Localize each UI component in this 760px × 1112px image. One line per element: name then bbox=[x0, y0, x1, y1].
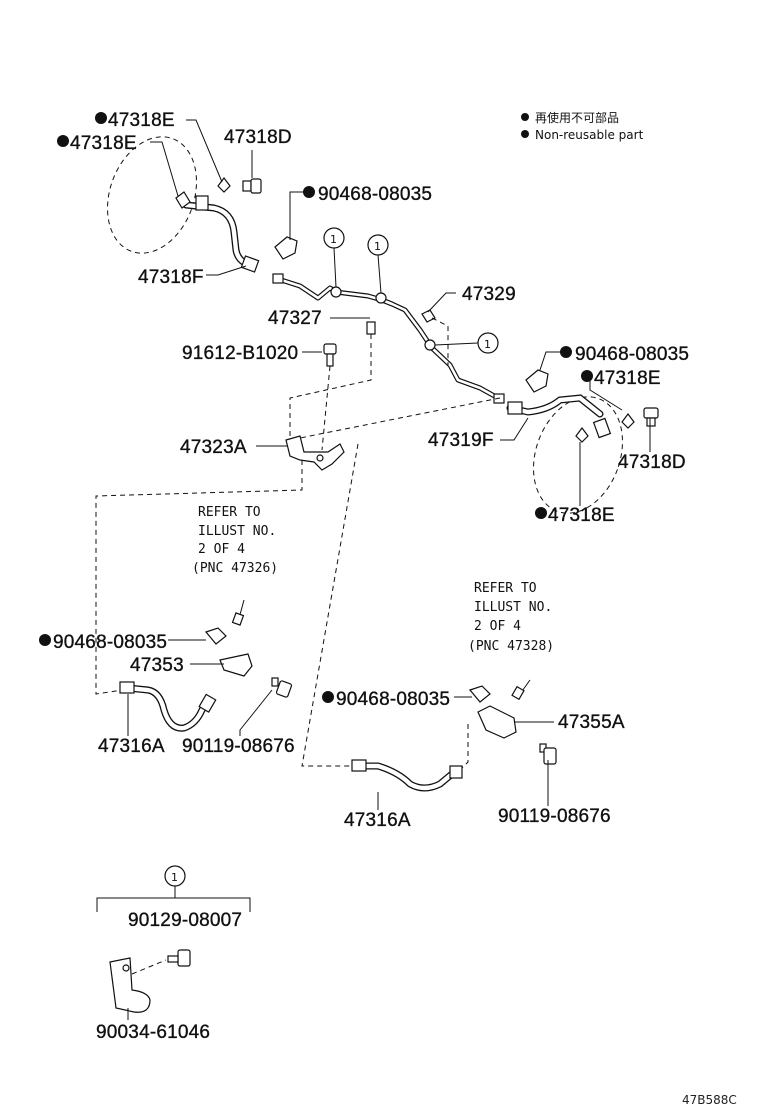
clip-90468-08035 bbox=[204, 627, 227, 645]
non-reusable-dot-icon bbox=[560, 346, 572, 358]
clamp-node bbox=[424, 339, 436, 351]
caliper-fitting bbox=[592, 417, 612, 439]
part-label-90468-08035: 90468-08035 bbox=[318, 184, 432, 205]
bracket-47355A bbox=[477, 705, 517, 739]
brake-disc-outline bbox=[533, 396, 623, 514]
part-label-47318F: 47318F bbox=[138, 267, 204, 288]
bracket-47353 bbox=[219, 653, 253, 677]
tube-end-fitting bbox=[272, 273, 284, 284]
legend-text-en: Non-reusable part bbox=[535, 128, 644, 142]
bolt-90129-08007 bbox=[167, 949, 191, 967]
callout-number: 1 bbox=[171, 871, 178, 884]
hose-fitting bbox=[198, 693, 217, 713]
bolt-47318D bbox=[643, 407, 659, 427]
hose-fitting bbox=[119, 681, 135, 694]
non-reusable-dot-icon bbox=[322, 691, 334, 703]
rear-left-hose-group bbox=[95, 460, 303, 732]
rear-right-hose-group bbox=[301, 443, 557, 792]
part-label-47323A: 47323A bbox=[180, 437, 247, 458]
tube-end-fitting bbox=[231, 612, 245, 626]
caliper-fitting bbox=[195, 195, 209, 211]
refer-line: (PNC 47328) bbox=[468, 639, 554, 654]
non-reusable-dot-icon bbox=[57, 135, 69, 147]
brake-disc-outline bbox=[107, 136, 197, 254]
bracket-47323A bbox=[285, 435, 345, 471]
clip-90468-08035 bbox=[468, 685, 491, 703]
illustration-code: 47B588C bbox=[682, 1093, 737, 1107]
legend: 再使用不可部品 Non-reusable part bbox=[521, 110, 644, 142]
hose-fitting bbox=[351, 759, 367, 772]
refer-note-left: REFER TO ILLUST NO. 2 OF 4 (PNC 47326) bbox=[192, 505, 278, 576]
part-label-90468-08035: 90468-08035 bbox=[575, 344, 689, 365]
non-reusable-dot-icon bbox=[581, 370, 593, 382]
part-label-47318E: 47318E bbox=[548, 505, 615, 526]
bolt-90119-08676 bbox=[271, 677, 293, 698]
callout-number: 1 bbox=[484, 338, 491, 351]
part-label-90468-08035: 90468-08035 bbox=[336, 689, 450, 710]
front-left-brake-group bbox=[107, 136, 298, 273]
part-label-47316A: 47316A bbox=[98, 736, 165, 757]
clamp-node bbox=[375, 292, 387, 304]
part-label-47318E: 47318E bbox=[108, 110, 175, 131]
legend-dot-icon bbox=[521, 130, 529, 138]
refer-line: 2 OF 4 bbox=[474, 619, 521, 634]
clip-47329 bbox=[421, 309, 436, 323]
part-label-47327: 47327 bbox=[268, 308, 322, 329]
clamp-node bbox=[330, 286, 342, 298]
part-label-47353: 47353 bbox=[130, 655, 184, 676]
clip-47318E bbox=[575, 427, 589, 443]
refer-line: ILLUST NO. bbox=[474, 600, 552, 615]
clamp-90034-61046 bbox=[109, 957, 151, 1013]
refer-note-right: REFER TO ILLUST NO. 2 OF 4 (PNC 47328) bbox=[468, 581, 554, 654]
part-label-47318E: 47318E bbox=[594, 368, 661, 389]
front-right-brake-group bbox=[506, 369, 659, 514]
refer-line: (PNC 47326) bbox=[192, 561, 278, 576]
part-label-47329: 47329 bbox=[462, 284, 516, 305]
bolt-47327 bbox=[366, 321, 376, 335]
clip-47318E bbox=[175, 191, 191, 209]
refer-line: REFER TO bbox=[198, 505, 261, 520]
part-label-47316A: 47316A bbox=[344, 810, 411, 831]
non-reusable-dot-icon bbox=[95, 112, 107, 124]
part-label-47318E: 47318E bbox=[70, 133, 137, 154]
hose-fitting bbox=[507, 401, 523, 415]
callout-number: 1 bbox=[374, 240, 381, 253]
legend-dot-icon bbox=[521, 113, 529, 121]
part-label-90119-08676: 90119-08676 bbox=[182, 736, 295, 757]
part-label-47355A: 47355A bbox=[558, 712, 625, 733]
hose-fitting bbox=[240, 255, 260, 273]
part-label-47319F: 47319F bbox=[428, 430, 494, 451]
legend-text-jp: 再使用不可部品 bbox=[535, 110, 619, 125]
flex-hose-47318F bbox=[182, 201, 256, 270]
part-labels: 47318E 47318E 47318D 90468-08035 47318F … bbox=[39, 110, 689, 1043]
clip-47318E bbox=[621, 413, 635, 429]
brake-tube-center: 1 1 1 bbox=[272, 227, 505, 451]
part-label-90119-08676: 90119-08676 bbox=[498, 806, 611, 827]
bolt-47318D bbox=[242, 178, 262, 194]
clip-47318E bbox=[217, 177, 231, 193]
callout-kit-group: 1 bbox=[96, 865, 251, 1013]
non-reusable-dot-icon bbox=[39, 634, 51, 646]
part-label-90468-08035: 90468-08035 bbox=[53, 632, 167, 653]
part-label-90034-61046: 90034-61046 bbox=[96, 1022, 210, 1043]
callout-number: 1 bbox=[330, 233, 337, 246]
part-label-90129-08007: 90129-08007 bbox=[128, 910, 242, 931]
part-label-47318D: 47318D bbox=[618, 452, 686, 473]
non-reusable-dot-icon bbox=[303, 186, 315, 198]
non-reusable-dot-icon bbox=[535, 507, 547, 519]
hose-fitting bbox=[449, 765, 463, 779]
clip-90468-08035 bbox=[274, 236, 298, 260]
bolt-90119-08676 bbox=[539, 743, 557, 765]
bolt-91612-B1020 bbox=[323, 343, 337, 367]
part-label-47318D: 47318D bbox=[224, 127, 292, 148]
tube-end-fitting bbox=[511, 685, 525, 701]
refer-line: ILLUST NO. bbox=[198, 524, 276, 539]
refer-line: 2 OF 4 bbox=[198, 542, 245, 557]
part-label-91612-B1020: 91612-B1020 bbox=[182, 343, 298, 364]
refer-line: REFER TO bbox=[474, 581, 537, 596]
clip-90468-08035 bbox=[525, 369, 549, 393]
